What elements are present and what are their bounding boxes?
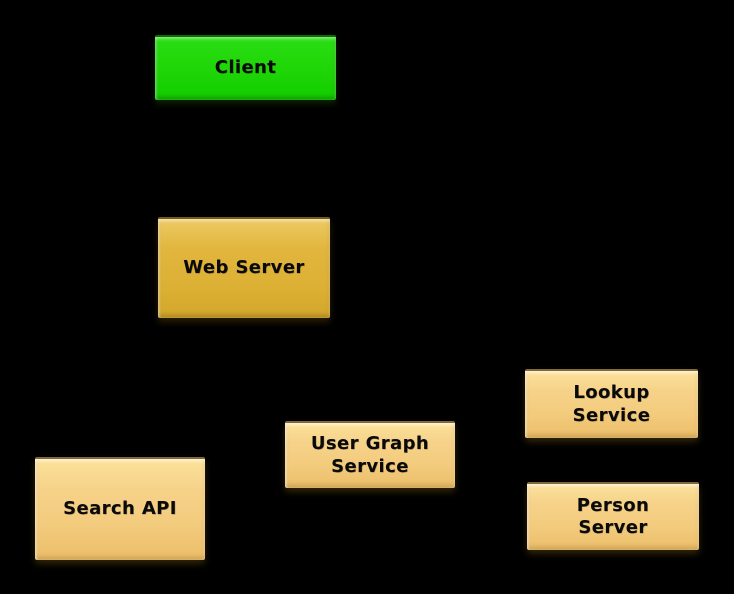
node-web-server: Web Server xyxy=(158,217,330,318)
node-web-server-label: Web Server xyxy=(183,257,305,279)
node-search-api-label: Search API xyxy=(63,498,177,520)
node-user-graph-service-label: User Graph Service xyxy=(310,433,430,477)
node-search-api: Search API xyxy=(35,457,205,560)
node-client: Client xyxy=(155,35,336,100)
node-lookup-service-label: Lookup Service xyxy=(572,382,651,426)
node-user-graph-service: User Graph Service xyxy=(285,421,455,488)
node-person-server: Person Server xyxy=(527,482,699,550)
node-client-label: Client xyxy=(214,57,277,79)
node-person-server-label: Person Server xyxy=(576,494,650,539)
node-lookup-service: Lookup Service xyxy=(525,369,698,438)
